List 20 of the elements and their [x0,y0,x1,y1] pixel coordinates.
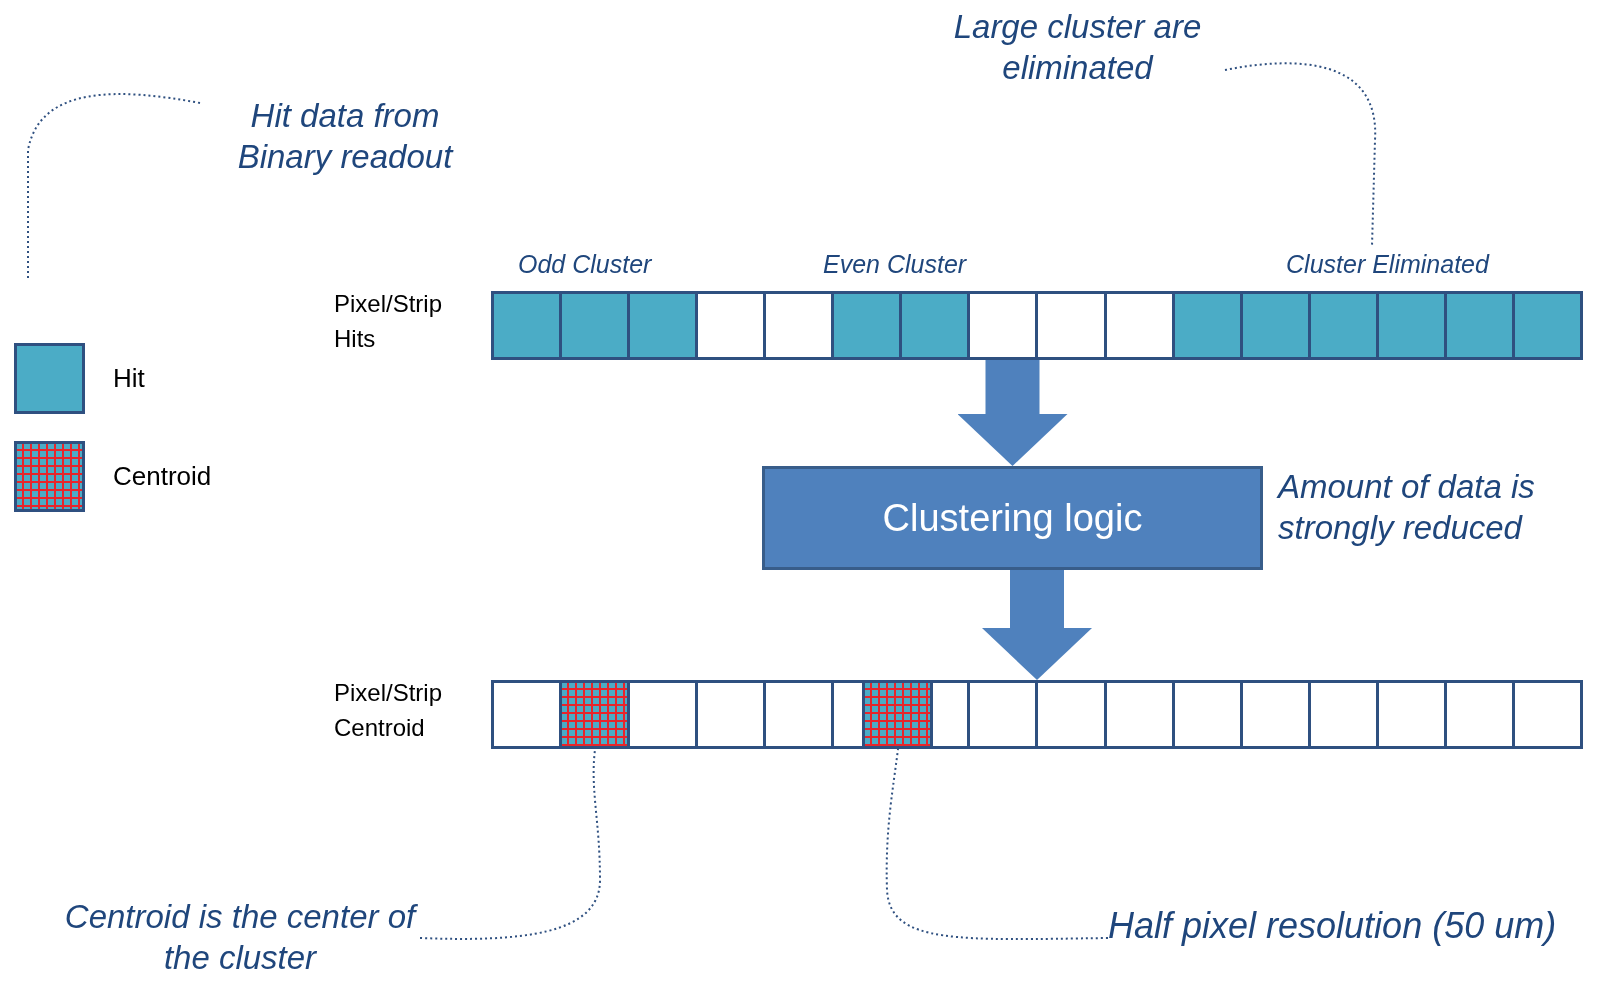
annotation-text: Half pixel resolution (50 um) [1108,904,1558,948]
row-label: Pixel/Strip Centroid [334,678,444,743]
annotation-text: Hit data from Binary readout [236,96,455,178]
cluster-label: Odd Cluster [518,249,652,280]
legend-label: Hit [113,362,145,395]
annotation-text: Centroid is the center of the cluster [63,897,419,979]
annotation-text: Amount of data is strongly reduced [1278,467,1536,549]
cluster-label: Even Cluster [823,249,967,280]
process-box: Clustering logic [762,466,1263,570]
annotation-text: Large cluster are eliminated [952,7,1203,89]
leader-line [419,748,601,940]
block-arrow [957,360,1068,466]
centroid-cell [862,680,933,749]
row-label: Pixel/Strip Hits [334,289,444,354]
block-arrow [982,570,1092,680]
annotation-text: Cluster Eliminated [1285,249,1491,280]
leader-line [27,93,201,279]
legend-label: Centroid [113,460,212,493]
leader-line [1224,62,1376,247]
leader-line [885,748,1109,941]
